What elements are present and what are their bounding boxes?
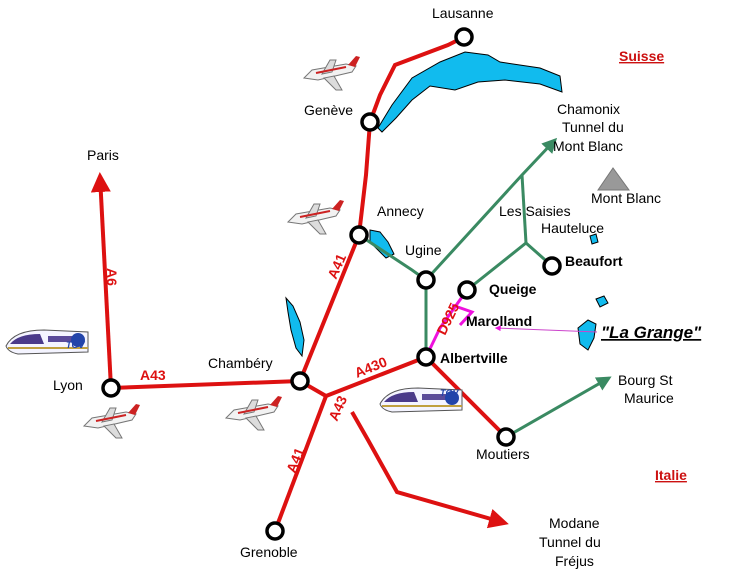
airplane-icon [225,395,283,431]
label-mont-blanc: Mont Blanc [591,190,661,206]
road-chambery-grenoble [273,395,328,532]
city-markers [101,27,562,541]
marker-queige[interactable] [457,280,477,300]
lac-du-bourget [285,296,305,358]
label-chamonix-2: Tunnel du [562,119,624,135]
local-road [424,289,475,358]
label-queige: Queige [489,281,537,297]
label-geneve: Genève [304,102,353,118]
label-marolland: Marolland [466,313,532,329]
airplane-icon [303,55,361,91]
label-bourg-1: Bourg St [618,372,673,388]
road-lausanne-geneve [368,35,465,123]
country-switzerland: Suisse [619,48,664,64]
label-paris: Paris [87,147,119,163]
label-les-saisies: Les Saisies [499,203,571,219]
road-label-a6: A6 [104,268,120,286]
marker-albertville[interactable] [416,347,436,367]
road-label-d925: D925 [433,300,462,337]
lake-2 [595,295,609,308]
marker-beaufort[interactable] [542,256,562,276]
marker-chambery[interactable] [290,371,310,391]
mountain-icon [597,167,630,191]
lake-3 [577,319,597,351]
road-d925 [424,289,469,358]
marker-annecy[interactable] [349,225,369,245]
label-modane-2: Tunnel du [539,534,601,550]
label-chamonix-3: Mont Blanc [553,138,623,154]
road-to-marolland [451,303,475,327]
marker-grenoble[interactable] [265,521,285,541]
label-chamonix-1: Chamonix [557,101,620,117]
road-branch-saisies [520,174,528,244]
road-label-a43-west: A43 [140,367,166,383]
label-modane-3: Fréjus [555,553,594,569]
tgv-logo-text: TGV [66,340,85,350]
label-modane-1: Modane [549,515,600,531]
label-grenoble: Grenoble [240,544,298,560]
label-ugine: Ugine [405,242,442,258]
tgv-logo-text: TGV [440,388,459,398]
label-lausanne: Lausanne [432,5,494,21]
country-italy: Italie [655,467,687,483]
label-la-grange: "La Grange" [601,323,702,342]
road-queige-beaufort [466,241,553,292]
label-bourg-2: Maurice [624,390,674,406]
marker-lyon[interactable] [101,378,121,398]
road-albertville-moutiers [424,355,508,439]
airplane-icon [83,403,141,439]
road-label-a43-south: A43 [325,393,350,423]
label-albertville: Albertville [440,350,508,366]
label-chambery: Chambéry [208,355,273,371]
motorways [90,35,509,532]
lake-1 [589,233,599,245]
road-lyon-paris [90,172,113,389]
lake-geneva [377,51,563,133]
road-to-modane [350,411,509,529]
road-geneve-chambery [298,121,372,382]
marker-lausanne[interactable] [454,27,474,47]
road-lyon-chambery [110,379,301,390]
airplane-icon [287,199,345,235]
label-lyon: Lyon [53,377,83,393]
label-moutiers: Moutiers [476,446,530,462]
label-beaufort: Beaufort [565,253,623,269]
marker-moutiers[interactable] [496,427,516,447]
label-annecy: Annecy [377,203,424,219]
la-grange-pointer [494,325,598,333]
road-moutiers-bourg [505,376,612,439]
marker-ugine[interactable] [416,270,436,290]
label-hauteluce: Hauteluce [541,220,604,236]
marker-geneve[interactable] [360,112,380,132]
